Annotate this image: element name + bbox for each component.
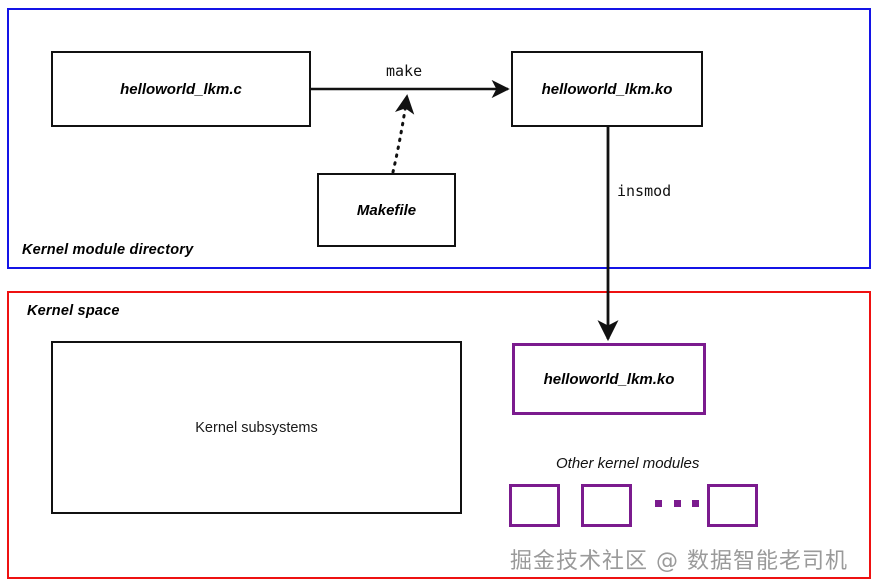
node-helloworld-lkm-ko-kernel[interactable]: helloworld_lkm.ko (512, 343, 706, 415)
node-helloworld-lkm-ko-user-label: helloworld_lkm.ko (541, 80, 673, 98)
edge-label-make: make (386, 62, 423, 80)
region-kernel-module-directory (7, 8, 871, 269)
watermark-text: 掘金技术社区 @ 数据智能老司机 (510, 549, 848, 574)
other-modules-ellipsis-icon (655, 490, 699, 516)
node-helloworld-lkm-ko-user[interactable]: helloworld_lkm.ko (511, 51, 703, 127)
region-kernel-space (7, 291, 871, 579)
region-kernel-space-label: Kernel space (27, 303, 120, 319)
node-helloworld-lkm-c-label: helloworld_lkm.c (120, 80, 242, 98)
node-kernel-subsystems[interactable]: Kernel subsystems (51, 341, 462, 514)
node-makefile-label: Makefile (356, 201, 417, 219)
node-helloworld-lkm-c[interactable]: helloworld_lkm.c (51, 51, 311, 127)
other-kernel-modules-label: Other kernel modules (556, 455, 700, 472)
node-helloworld-lkm-ko-kernel-label: helloworld_lkm.ko (543, 370, 675, 388)
other-module-box-3[interactable] (707, 484, 758, 527)
region-kernel-module-directory-label: Kernel module directory (22, 242, 194, 258)
other-module-box-1[interactable] (509, 484, 560, 527)
node-makefile[interactable]: Makefile (317, 173, 456, 247)
node-kernel-subsystems-label: Kernel subsystems (195, 419, 318, 436)
edge-label-insmod: insmod (617, 182, 672, 200)
other-module-box-2[interactable] (581, 484, 632, 527)
